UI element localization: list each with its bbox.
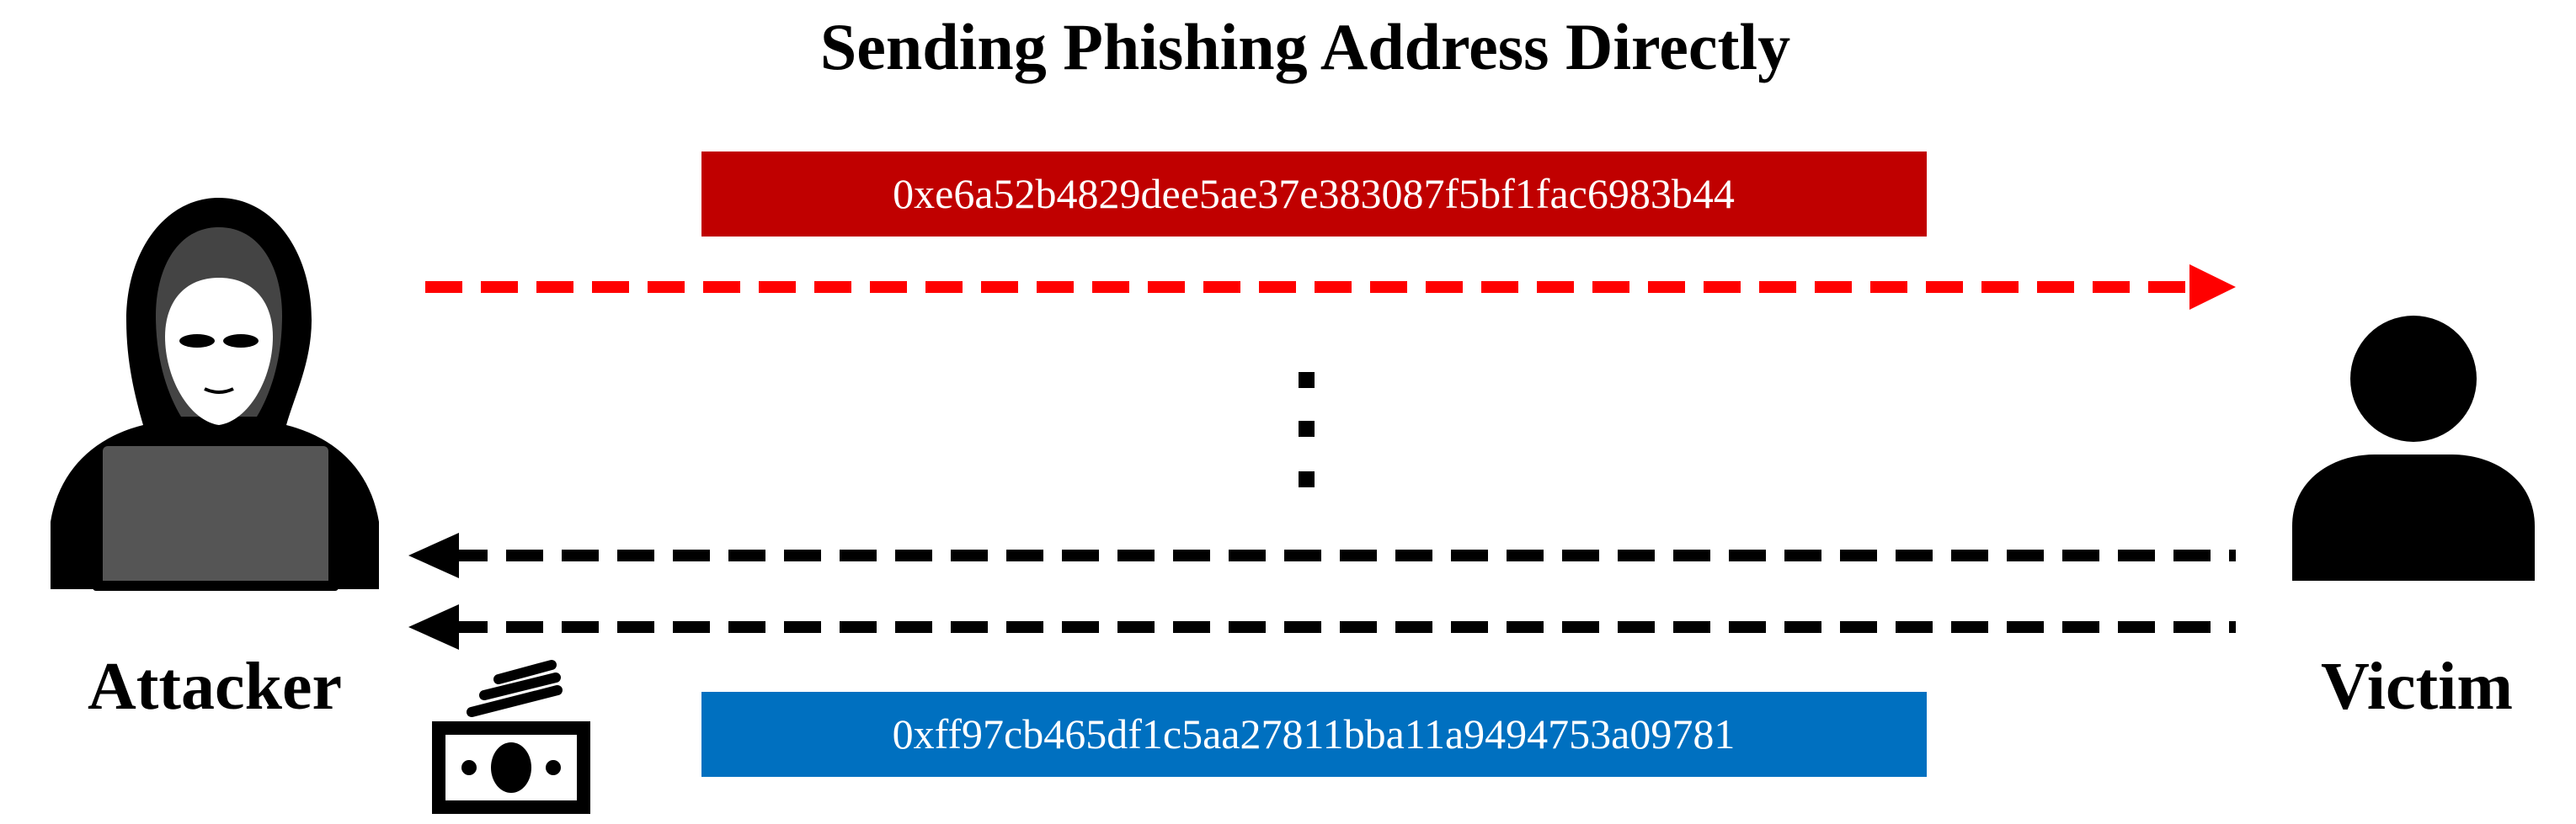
arrow-to-victim: [425, 264, 2236, 310]
attacker-label: Attacker: [88, 650, 342, 724]
arrow-to-attacker-2: [408, 604, 2236, 650]
victim-address-text: 0xff97cb465df1c5aa27811bba11a9494753a097…: [893, 710, 1736, 758]
victim-address-box: 0xff97cb465df1c5aa27811bba11a9494753a097…: [701, 692, 1927, 777]
phishing-address-box: 0xe6a52b4829dee5ae37e383087f5bf1fac6983b…: [701, 152, 1927, 237]
ellipsis-dots: [1299, 372, 1315, 487]
phishing-address-text: 0xe6a52b4829dee5ae37e383087f5bf1fac6983b…: [893, 170, 1735, 217]
hacker-with-laptop-icon: [51, 198, 379, 591]
victim-label: Victim: [2321, 650, 2513, 724]
person-icon: [2292, 316, 2535, 581]
cash-banknotes-icon: [432, 660, 590, 814]
arrow-to-attacker-1: [408, 533, 2236, 578]
diagram-title: Sending Phishing Address Directly: [820, 10, 1790, 83]
